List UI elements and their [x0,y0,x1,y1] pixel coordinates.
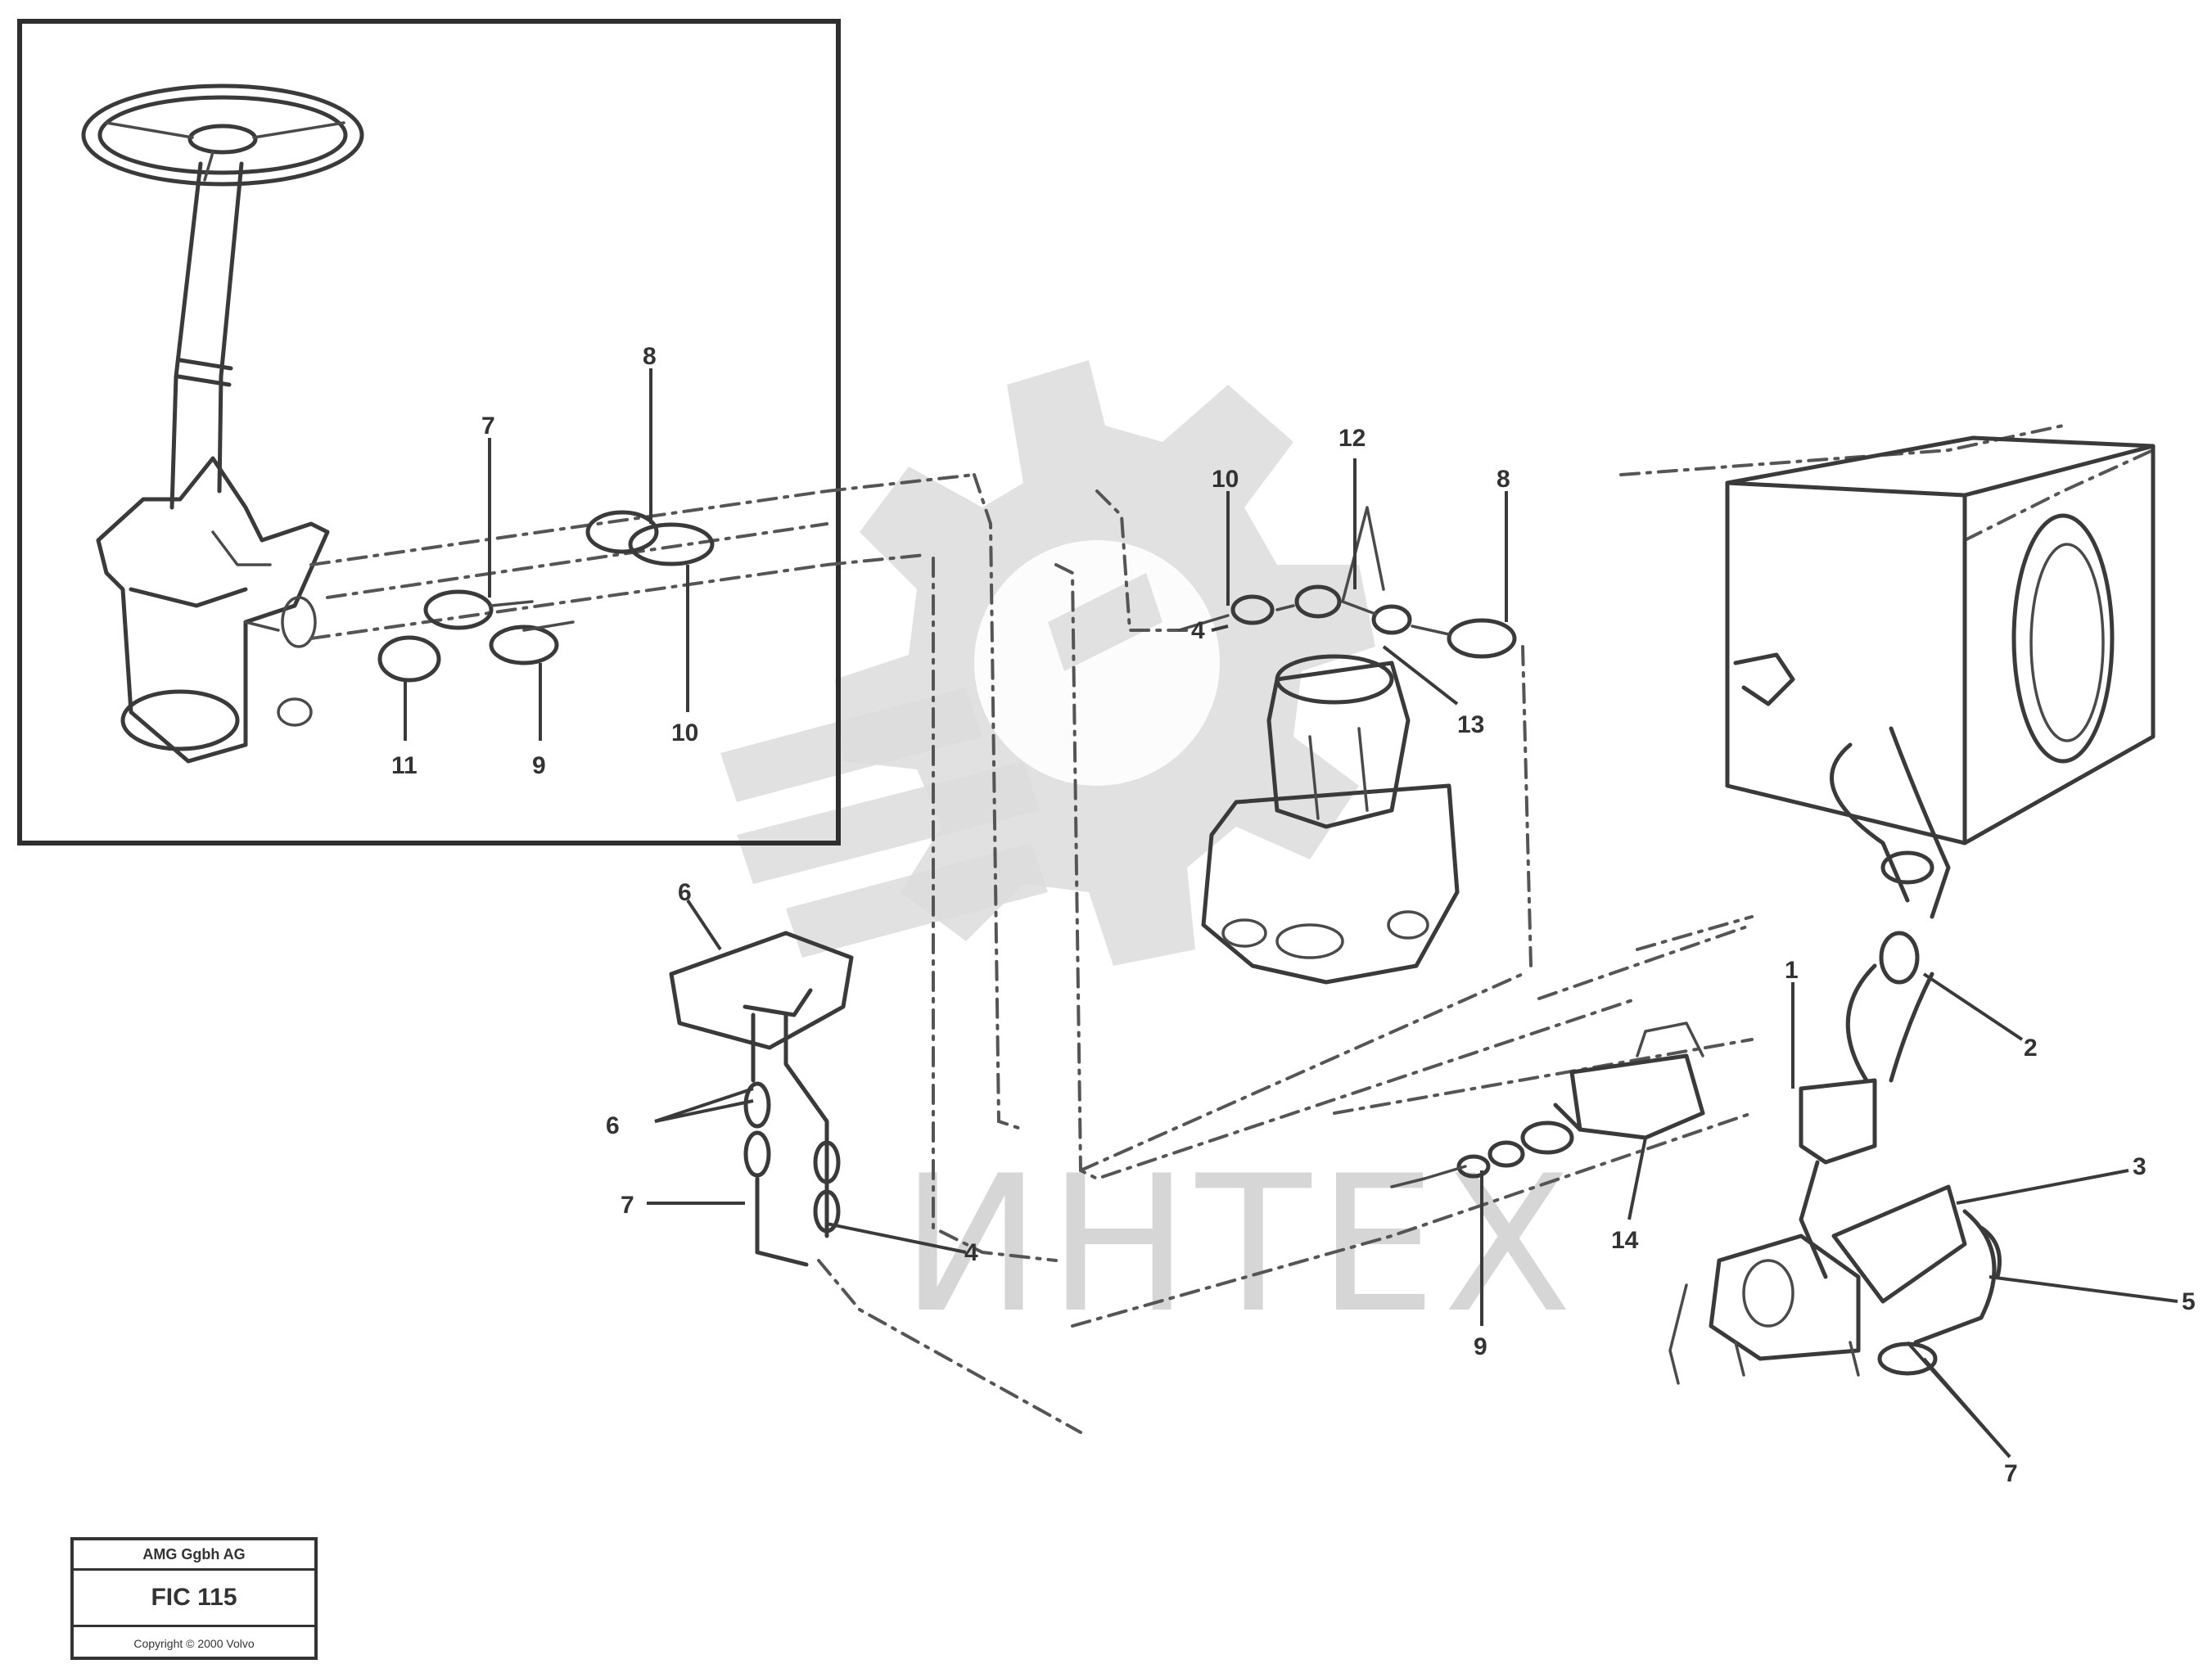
filter-block [1390,1021,1705,1188]
callout-1: 1 [1785,957,1799,984]
callout-10: 10 [1212,466,1239,493]
inset-lines [309,489,828,683]
title-block-company: AMG Ggbh AG [74,1540,314,1571]
pump-assembly [1668,1078,2002,1385]
callout-inset-9: 9 [532,752,546,779]
callout-inset-7: 7 [481,413,495,440]
callout-12: 12 [1338,425,1366,452]
callout-inset-11: 11 [391,752,418,779]
steering-column [81,83,364,764]
title-block: AMG Ggbh AG FIC 115 Copyright © 2000 Vol… [70,1537,318,1660]
callout-4-lower: 4 [964,1239,978,1266]
callout-7: 7 [621,1192,634,1219]
hydraulic-tank [1725,435,2156,1083]
callout-2: 2 [2024,1035,2038,1062]
callout-3: 3 [2133,1153,2147,1180]
title-block-fig-number: FIC 115 [74,1571,314,1627]
watermark-logo [720,360,1375,966]
callout-inset-8: 8 [643,343,657,370]
steering-valve [1177,506,1517,985]
callout-6-valve: 6 [678,879,692,906]
callout-13: 13 [1457,711,1484,738]
callout-inset-10: 10 [671,719,698,746]
callout-6: 6 [606,1112,620,1139]
chassis-outline [817,424,2155,1434]
title-block-copyright: Copyright © 2000 Volvo [133,1637,255,1650]
callout-8: 8 [1496,466,1510,493]
callout-4: 4 [1191,617,1205,644]
inset-frame [17,19,841,846]
callout-9: 9 [1474,1333,1487,1360]
left-valve [669,931,854,1267]
callout-7-right: 7 [2004,1460,2018,1487]
watermark-text: ИНТЕХ [901,1136,1578,1355]
callout-labels: 7 8 10 11 9 10 12 4 8 13 6 6 7 4 1 2 3 5… [391,343,2196,1487]
callout-14: 14 [1611,1227,1639,1254]
callout-5: 5 [2182,1288,2196,1315]
